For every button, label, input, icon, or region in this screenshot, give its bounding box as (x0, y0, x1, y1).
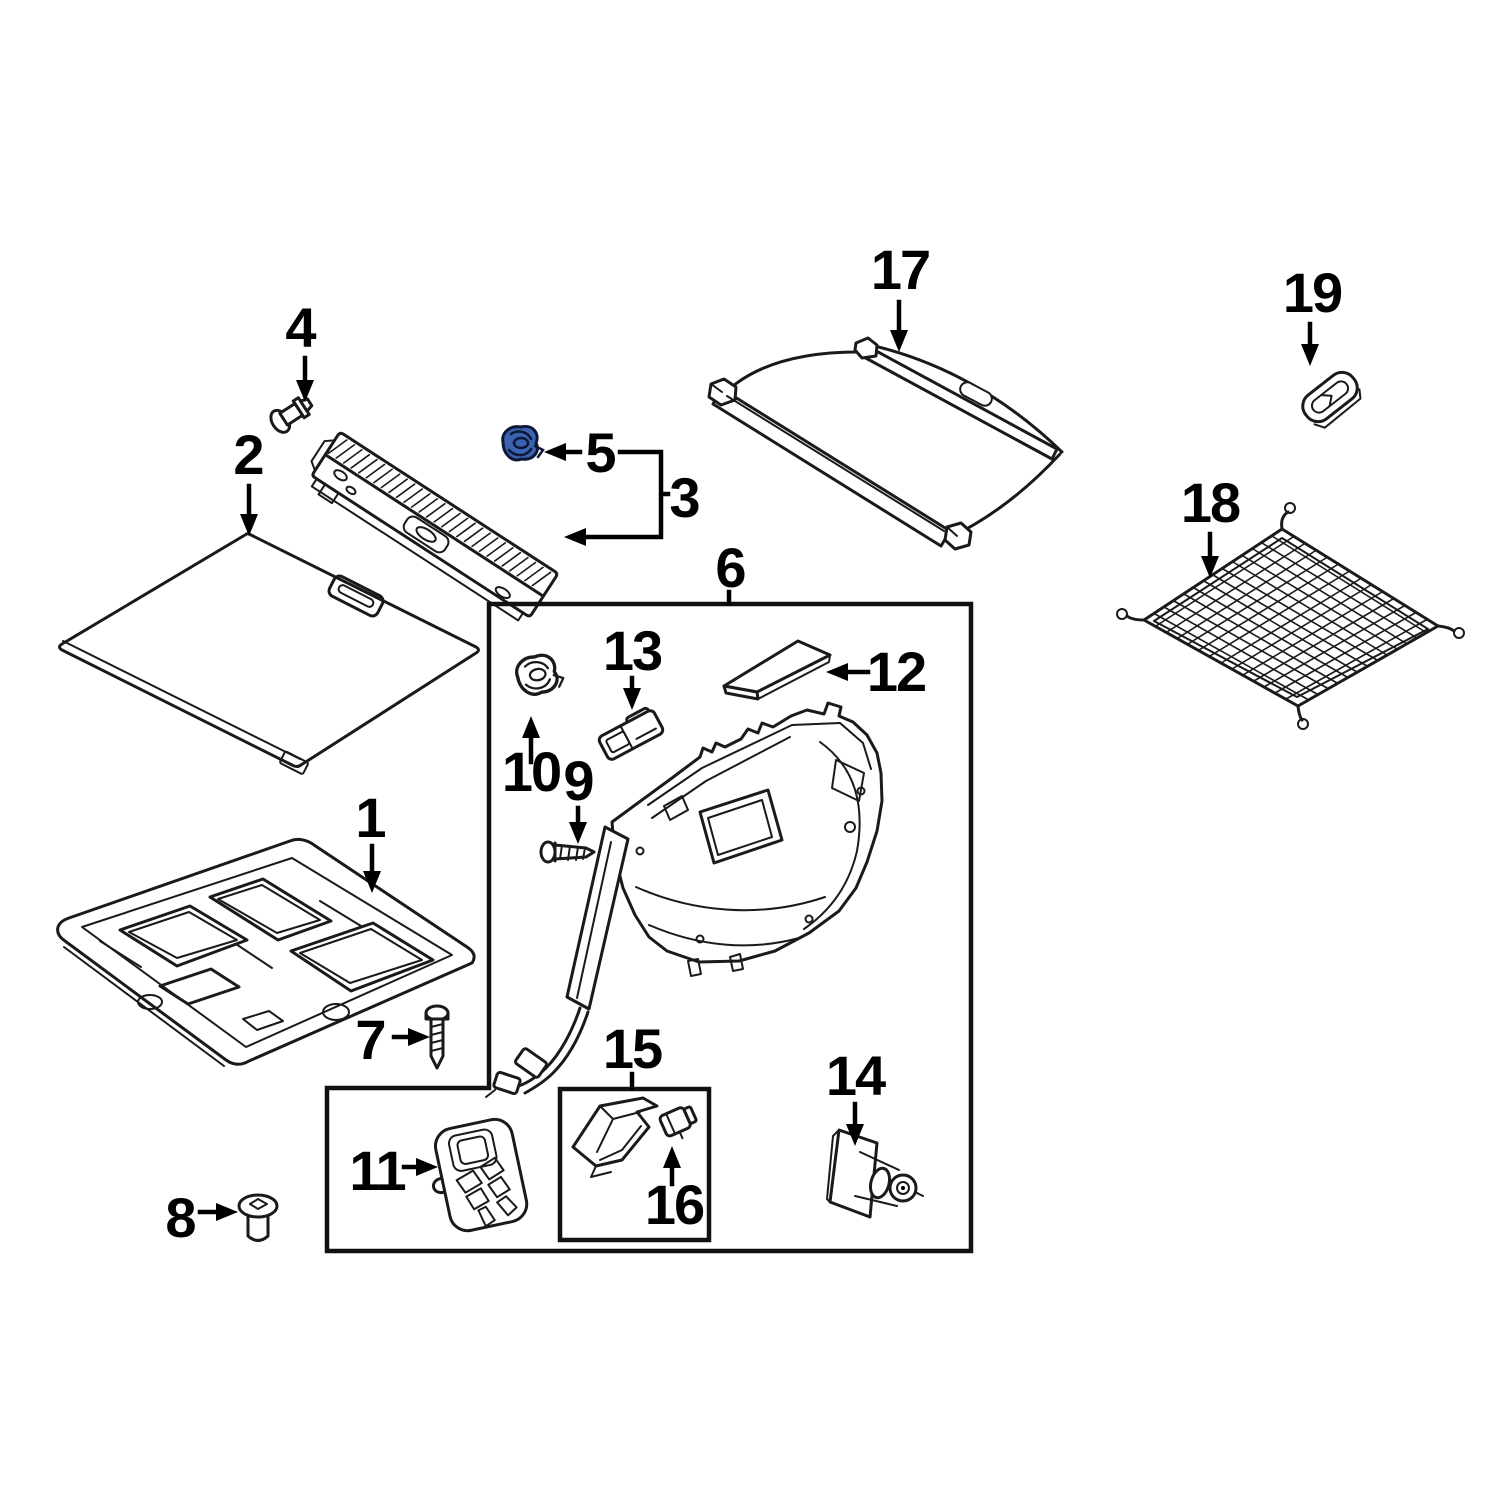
part-11-details (431, 1117, 529, 1233)
part-16-clip[interactable] (658, 1104, 701, 1144)
callout-11-label: 11 (349, 1139, 405, 1202)
callout-6-label: 6 (715, 536, 745, 599)
callout-18[interactable]: 18 (1181, 471, 1242, 578)
callout-2[interactable]: 2 (233, 423, 265, 536)
part-13-bracket-clip[interactable] (596, 705, 665, 761)
callout-8-label: 8 (165, 1186, 195, 1249)
callout-17[interactable]: 17 (871, 238, 931, 352)
callout-18-label: 18 (1181, 471, 1240, 534)
callout-7[interactable]: 7 (355, 1008, 430, 1071)
callout-4[interactable]: 4 (285, 296, 318, 402)
part-19-details (1301, 370, 1362, 429)
part-10-details (515, 653, 565, 696)
part-13-details (597, 706, 665, 761)
callout-5-3[interactable]: 5 3 (544, 421, 701, 546)
callout-9-label: 9 (563, 749, 593, 812)
part-1-outline (56, 837, 476, 1066)
callout-12-label: 12 (867, 640, 925, 703)
part-3-details (310, 439, 552, 622)
part-6-details (485, 722, 872, 1098)
callout-19[interactable]: 19 (1283, 261, 1344, 366)
part-18-cargo-net[interactable] (1116, 502, 1465, 730)
callout-4-label: 4 (285, 296, 316, 359)
part-4-details (269, 396, 314, 434)
part-4-clip-pin[interactable] (267, 392, 316, 436)
part-16-details (658, 1105, 698, 1140)
callout-17-label: 17 (871, 238, 929, 301)
callout-1[interactable]: 1 (355, 786, 387, 893)
part-18-details (1116, 502, 1465, 730)
callout-15-label: 15 (603, 1017, 662, 1080)
part-5-clip-highlighted[interactable] (501, 424, 545, 462)
part-7-details (424, 1004, 450, 1070)
callout-14-label: 14 (826, 1044, 886, 1107)
part-12-cover-cap[interactable] (722, 639, 832, 701)
callout-13-label: 13 (603, 619, 662, 682)
part-9-screw[interactable] (539, 840, 596, 864)
callout-14[interactable]: 14 (826, 1044, 888, 1146)
callout-16-label: 16 (645, 1173, 704, 1236)
part-1-storage-tray[interactable] (56, 837, 476, 1067)
part-6-quarter-trim-panel[interactable] (485, 701, 884, 1098)
callout-19-label: 19 (1283, 261, 1342, 324)
part-5-details (507, 430, 545, 459)
part-8-details (237, 1193, 279, 1242)
callout-6[interactable]: 6 (715, 536, 747, 606)
callout-9[interactable]: 9 (563, 749, 595, 844)
part-12-details (722, 639, 832, 701)
part-11-jack-handle-bracket[interactable] (422, 1116, 530, 1236)
assembly-box-6-outline (324, 601, 974, 1254)
callout-5-label: 5 (585, 421, 615, 484)
part-8-grommet-nut[interactable] (237, 1193, 279, 1242)
callout-12[interactable]: 12 (826, 640, 927, 703)
callout-11[interactable]: 11 (349, 1139, 438, 1202)
part-15-bracket[interactable] (571, 1096, 659, 1178)
part-17-cargo-cover[interactable] (707, 336, 1064, 551)
part-9-details (539, 840, 596, 864)
callout-10[interactable]: 10 (502, 716, 562, 803)
callout-3-label: 3 (669, 466, 699, 529)
callout-16[interactable]: 16 (645, 1146, 706, 1236)
callout-2-label: 2 (233, 423, 262, 486)
part-2-outline (58, 532, 480, 768)
part-10-clip[interactable] (514, 652, 565, 697)
callout-8[interactable]: 8 (165, 1186, 238, 1249)
part-2-cargo-floor-mat[interactable] (58, 532, 480, 775)
part-15-details (571, 1096, 659, 1178)
part-1-details (63, 857, 453, 1067)
callout-1-label: 1 (355, 786, 385, 849)
part-2-details (62, 574, 385, 775)
part-19-hook[interactable] (1297, 367, 1366, 432)
part-3-scuff-plate[interactable] (298, 428, 559, 628)
part-6-outline (610, 701, 884, 964)
assembly-box-15-outline (557, 1086, 712, 1243)
callout-15[interactable]: 15 (603, 1017, 664, 1091)
callout-7-label: 7 (355, 1008, 384, 1071)
part-17-details (707, 336, 1064, 551)
part-7-screw[interactable] (424, 1004, 450, 1070)
part-14-power-outlet[interactable] (826, 1128, 924, 1219)
part-14-details (826, 1128, 924, 1219)
callout-13[interactable]: 13 (603, 619, 664, 710)
